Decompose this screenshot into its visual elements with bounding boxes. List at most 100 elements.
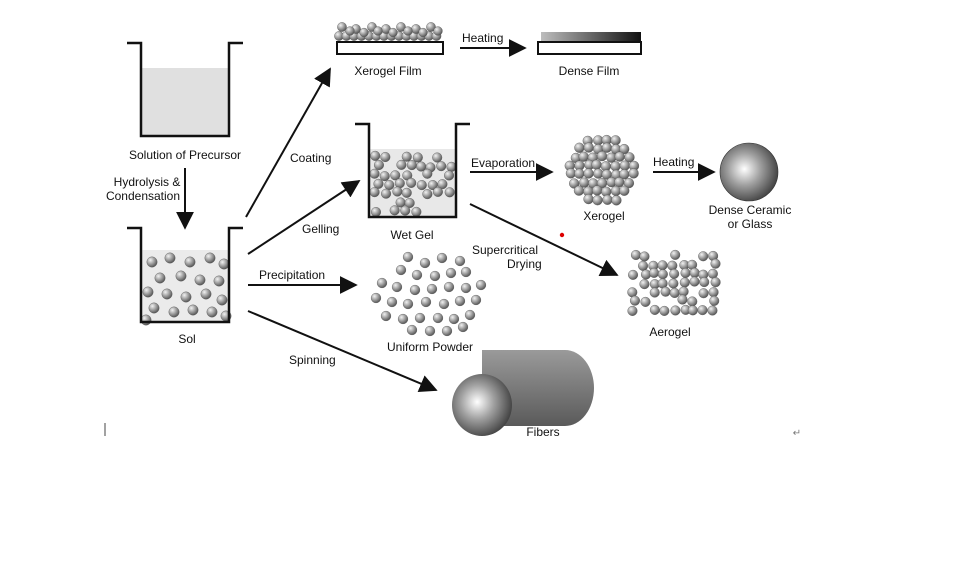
particle [569,178,580,189]
particle [578,151,589,162]
particle [709,295,720,306]
particle [369,168,380,179]
particle [448,313,460,325]
particle [708,287,719,298]
particle [583,168,594,179]
particle [669,287,680,298]
particle [436,252,448,264]
particle [698,251,709,262]
particle [142,286,154,298]
particle [381,188,392,199]
particle [611,195,622,206]
particle [422,168,433,179]
particle [386,296,398,308]
particle [670,305,681,316]
particle [416,180,427,191]
particle [411,269,423,281]
particle [370,207,381,218]
particle [402,298,414,310]
label-aerogel: Aerogel [649,325,690,339]
particle [574,168,585,179]
particle [161,288,173,300]
particle [146,256,158,268]
particle [404,197,415,208]
particle [619,143,630,155]
particle [359,27,369,38]
particle [610,161,621,172]
particle [373,178,384,189]
particle [628,269,639,280]
particle [629,295,640,306]
particle [403,26,413,36]
spinning-arrow [247,310,438,393]
particle [373,160,384,171]
solution-beaker [127,41,243,138]
particle [184,256,196,268]
particle [395,264,407,276]
label-uniform-powder: Uniform Powder [387,340,473,354]
particle [687,305,698,316]
particle [640,296,651,307]
particle [710,277,721,288]
particle [699,277,710,288]
particle [388,27,398,38]
particle [660,286,671,297]
particle [373,26,383,36]
particle [406,324,418,336]
label-spinning: Spinning [289,353,336,367]
particle [667,260,678,271]
particle [438,298,450,310]
label-supercritical-2: Drying [507,257,542,271]
label-supercritical-1: Supercritical [472,243,538,257]
label-evaporation: Evaporation [471,156,535,170]
particle [418,27,428,38]
particle [426,22,436,32]
label-xerogel-film: Xerogel Film [354,64,421,78]
particle [638,260,649,271]
particle [392,186,403,197]
particle [369,187,380,198]
particle [396,22,406,32]
particle [376,277,388,289]
particle [175,270,187,282]
label-sol: Sol [178,332,195,346]
particle [596,150,608,162]
particle [402,251,414,263]
particle [592,195,603,206]
particle [475,279,487,291]
particle [433,26,443,36]
dense-layer [541,32,641,42]
particle [213,275,225,287]
particle [639,279,650,290]
particle [601,142,612,153]
label-dense-ceramic-2: or Glass [728,217,773,231]
particle [443,281,455,293]
particle [164,252,176,264]
particle [591,159,602,170]
particle [420,296,432,308]
particle [583,142,594,153]
particle [200,288,212,300]
dense-film [537,32,642,55]
xerogel-film-particles [334,22,443,41]
aerogel-network [627,249,721,316]
sol-particles [140,252,232,326]
particle [619,185,630,196]
particle [460,282,472,294]
particle [414,312,426,324]
label-precipitation: Precipitation [259,268,325,282]
particle [437,179,448,190]
particle [194,274,206,286]
fiber-cylinder [452,350,594,436]
coating-arrow [245,67,331,218]
particle [657,269,668,280]
particle [397,313,409,325]
particle [216,294,228,306]
label-heating-mid: Heating [653,155,694,169]
particle [379,171,390,182]
label-wet-gel: Wet Gel [390,228,433,242]
wet-gel-beaker [355,122,470,219]
particle [432,186,443,197]
particle [401,151,412,162]
uniform-powder-cluster [370,251,487,337]
